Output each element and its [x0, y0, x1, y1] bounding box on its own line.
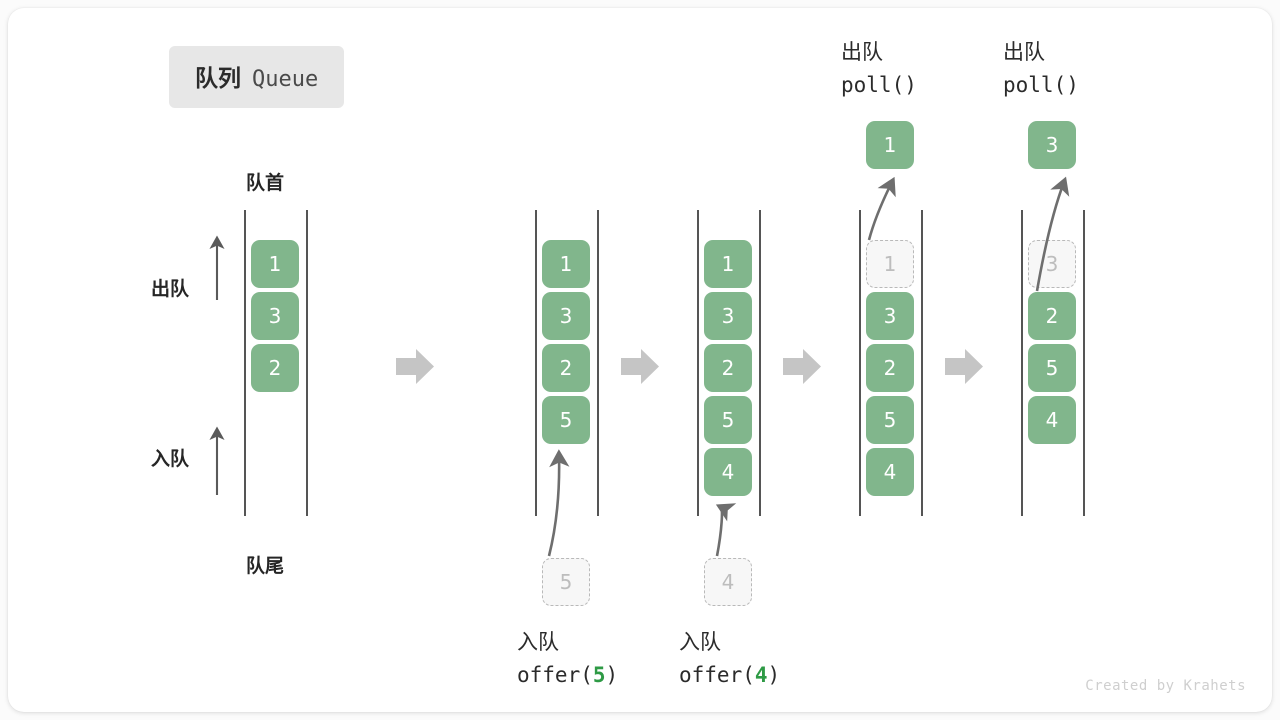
operation-label: 出队 poll() [841, 36, 917, 101]
flow-arrow-icon-offer-5 [547, 449, 570, 557]
flow-arrow-icon-offer-4 [715, 503, 737, 557]
queue-rail-left [859, 210, 861, 516]
operation-label-cn: 入队 [679, 630, 721, 654]
title-en: Queue [252, 67, 319, 92]
queue-rail-right [306, 210, 308, 516]
queue-cell: 3 [542, 292, 590, 340]
operation-argument: 5 [592, 662, 606, 687]
operation-label-code: poll() [841, 72, 917, 97]
queue-cell: 2 [704, 344, 752, 392]
popped-value-cell: 1 [866, 121, 914, 169]
step-arrow-icon-1 [396, 349, 434, 384]
queue-cell: 4 [1028, 396, 1076, 444]
label-rear: 队尾 [246, 555, 285, 577]
incoming-value-cell: 4 [704, 558, 752, 606]
queue-rail-right [597, 210, 599, 516]
title-badge: 队列 Queue [169, 46, 345, 108]
queue-cell-ghost: 3 [1028, 240, 1076, 288]
watermark: Created by Krahets [1085, 678, 1246, 694]
queue-cell: 4 [866, 448, 914, 496]
step-arrow-icon-2 [621, 349, 659, 384]
queue-cell: 2 [1028, 292, 1076, 340]
queue-rail-left [697, 210, 699, 516]
label-enqueue: 入队 [151, 448, 190, 470]
operation-label: 入队 offer(4) [679, 626, 780, 691]
queue-cell: 5 [704, 396, 752, 444]
queue-rail-left [1021, 210, 1023, 516]
queue-cell: 2 [542, 344, 590, 392]
popped-value-cell: 3 [1028, 121, 1076, 169]
title-cn: 队列 [195, 66, 241, 92]
queue-cell: 4 [704, 448, 752, 496]
flow-arrow-icon-poll-1 [867, 176, 896, 241]
operation-label-code: offer(5) [517, 662, 619, 687]
queue-cell: 1 [704, 240, 752, 288]
operation-label-cn: 入队 [517, 630, 559, 654]
operation-label: 入队 offer(5) [517, 626, 618, 691]
queue-cell: 5 [866, 396, 914, 444]
step-arrow-icon-3 [783, 349, 821, 384]
operation-label: 出队 poll() [1003, 36, 1079, 101]
queue-rail-left [244, 210, 246, 516]
operation-label-cn: 出队 [1003, 40, 1045, 64]
queue-cell: 3 [866, 292, 914, 340]
operation-label-cn: 出队 [841, 40, 883, 64]
queue-cell: 3 [704, 292, 752, 340]
queue-cell: 5 [1028, 344, 1076, 392]
queue-cell: 1 [251, 240, 299, 288]
queue-rail-right [1083, 210, 1085, 516]
queue-cell: 2 [251, 344, 299, 392]
step-arrow-icon-4 [945, 349, 983, 384]
operation-argument: 4 [754, 662, 768, 687]
label-dequeue: 出队 [151, 278, 190, 300]
queue-rail-right [921, 210, 923, 516]
queue-cell-ghost: 1 [866, 240, 914, 288]
operation-label-code: offer(4) [679, 662, 781, 687]
queue-rail-right [759, 210, 761, 516]
queue-cell: 2 [866, 344, 914, 392]
queue-cell: 1 [542, 240, 590, 288]
label-front: 队首 [246, 172, 285, 194]
queue-rail-left [535, 210, 537, 516]
operation-label-code: poll() [1003, 72, 1079, 97]
incoming-value-cell: 5 [542, 558, 590, 606]
queue-cell: 3 [251, 292, 299, 340]
queue-cell: 5 [542, 396, 590, 444]
